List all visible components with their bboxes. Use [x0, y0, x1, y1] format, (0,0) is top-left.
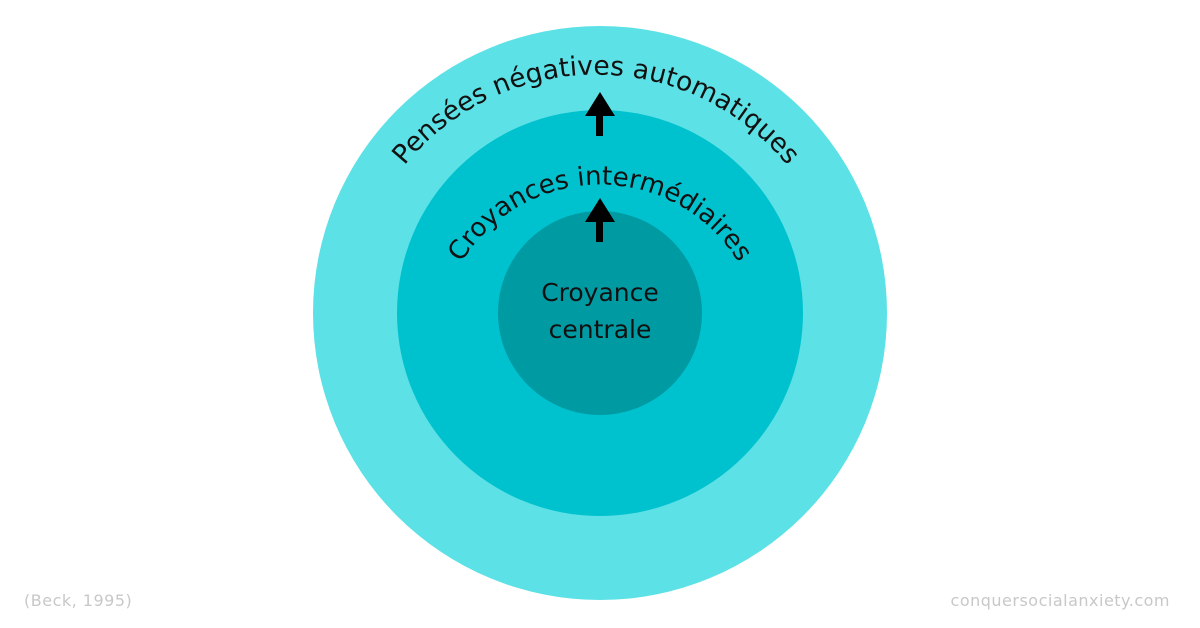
website-credit: conquersocialanxiety.com	[950, 591, 1170, 610]
citation-text: (Beck, 1995)	[24, 591, 133, 610]
core-label-line2: centrale	[549, 315, 652, 344]
core-label-line1: Croyance	[541, 278, 659, 307]
core-circle-core-belief	[498, 211, 702, 415]
arrow-up-icon-inner	[585, 198, 615, 242]
arrow-up-icon-outer	[585, 92, 615, 136]
